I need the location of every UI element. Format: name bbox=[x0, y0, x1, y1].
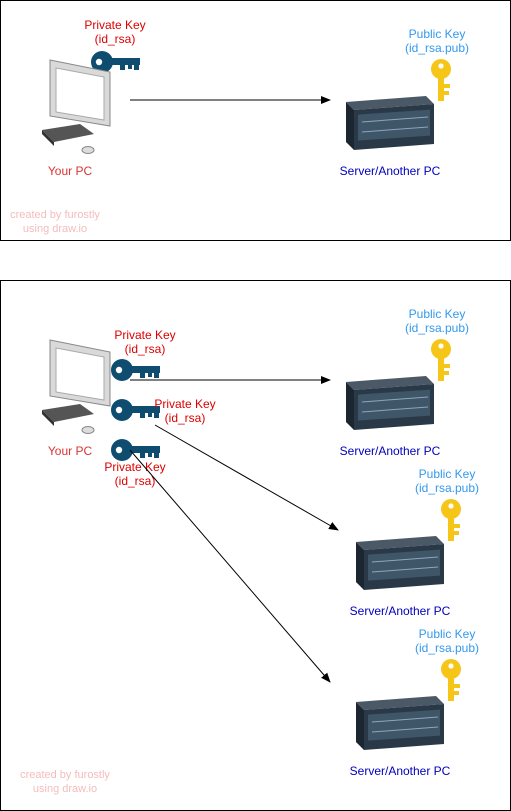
private-key-icon bbox=[91, 51, 140, 73]
your-pc-label: Your PC bbox=[47, 444, 93, 458]
private-key-label: Private Key (id_rsa) bbox=[154, 397, 216, 425]
watermark: created by furostly using draw.io bbox=[20, 769, 110, 795]
server-label: Server/Another PC bbox=[349, 604, 451, 618]
private-key-label: Private Key (id_rsa) bbox=[114, 328, 176, 356]
public-key-label: Public Key (id_rsa.pub) bbox=[414, 467, 480, 495]
public-key-label: Public Key (id_rsa.pub) bbox=[414, 627, 480, 655]
public-key-icon bbox=[441, 659, 461, 701]
server-icon bbox=[356, 536, 444, 590]
computer-icon bbox=[42, 59, 111, 154]
server-icon bbox=[356, 696, 444, 750]
your-pc-label: Your PC bbox=[47, 164, 93, 178]
private-key-label: Private Key (id_rsa) bbox=[84, 18, 146, 46]
private-key-icon bbox=[111, 359, 160, 381]
private-key-icon bbox=[111, 399, 160, 421]
public-key-icon bbox=[441, 499, 461, 541]
server-label: Server/Another PC bbox=[339, 164, 441, 178]
server-label: Server/Another PC bbox=[339, 444, 441, 458]
computer-icon bbox=[42, 339, 111, 434]
server-label: Server/Another PC bbox=[349, 764, 451, 778]
watermark: created by furostly using draw.io bbox=[10, 209, 100, 235]
server-icon bbox=[346, 96, 434, 150]
private-key-label: Private Key (id_rsa) bbox=[104, 460, 166, 488]
server-icon bbox=[346, 376, 434, 430]
public-key-label: Public Key (id_rsa.pub) bbox=[404, 307, 470, 335]
public-key-icon bbox=[431, 59, 451, 101]
public-key-label: Public Key (id_rsa.pub) bbox=[404, 27, 470, 55]
public-key-icon bbox=[431, 339, 451, 381]
